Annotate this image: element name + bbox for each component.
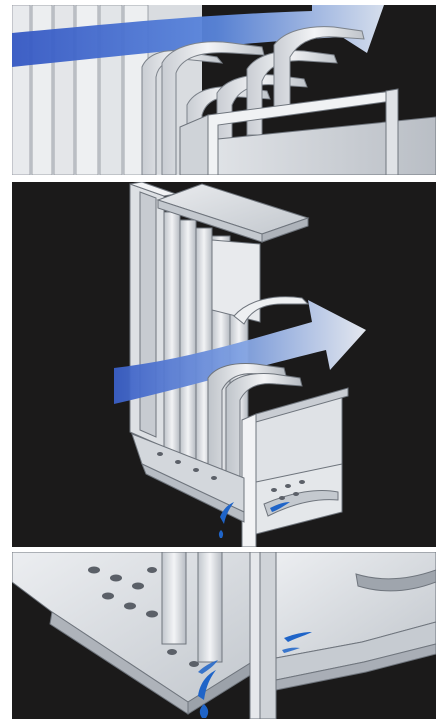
frame-corner xyxy=(179,88,436,175)
frame-post xyxy=(249,552,277,719)
vertical-vanes xyxy=(161,552,223,663)
water-drops xyxy=(218,502,290,538)
vane-detail-illustration xyxy=(12,5,436,175)
drain-detail-panel xyxy=(12,552,436,719)
drain-holes xyxy=(157,452,305,500)
airflow-arrow xyxy=(12,5,384,67)
top-cap xyxy=(156,183,310,323)
louvre-frame-illustration xyxy=(114,182,366,547)
vane-detail-panel xyxy=(12,5,436,175)
water-drops xyxy=(198,632,312,718)
drain-channel xyxy=(275,552,436,691)
drain-detail-illustration xyxy=(12,552,436,719)
louvre-frame-panel xyxy=(12,182,436,547)
airflow-arrow xyxy=(114,300,366,404)
